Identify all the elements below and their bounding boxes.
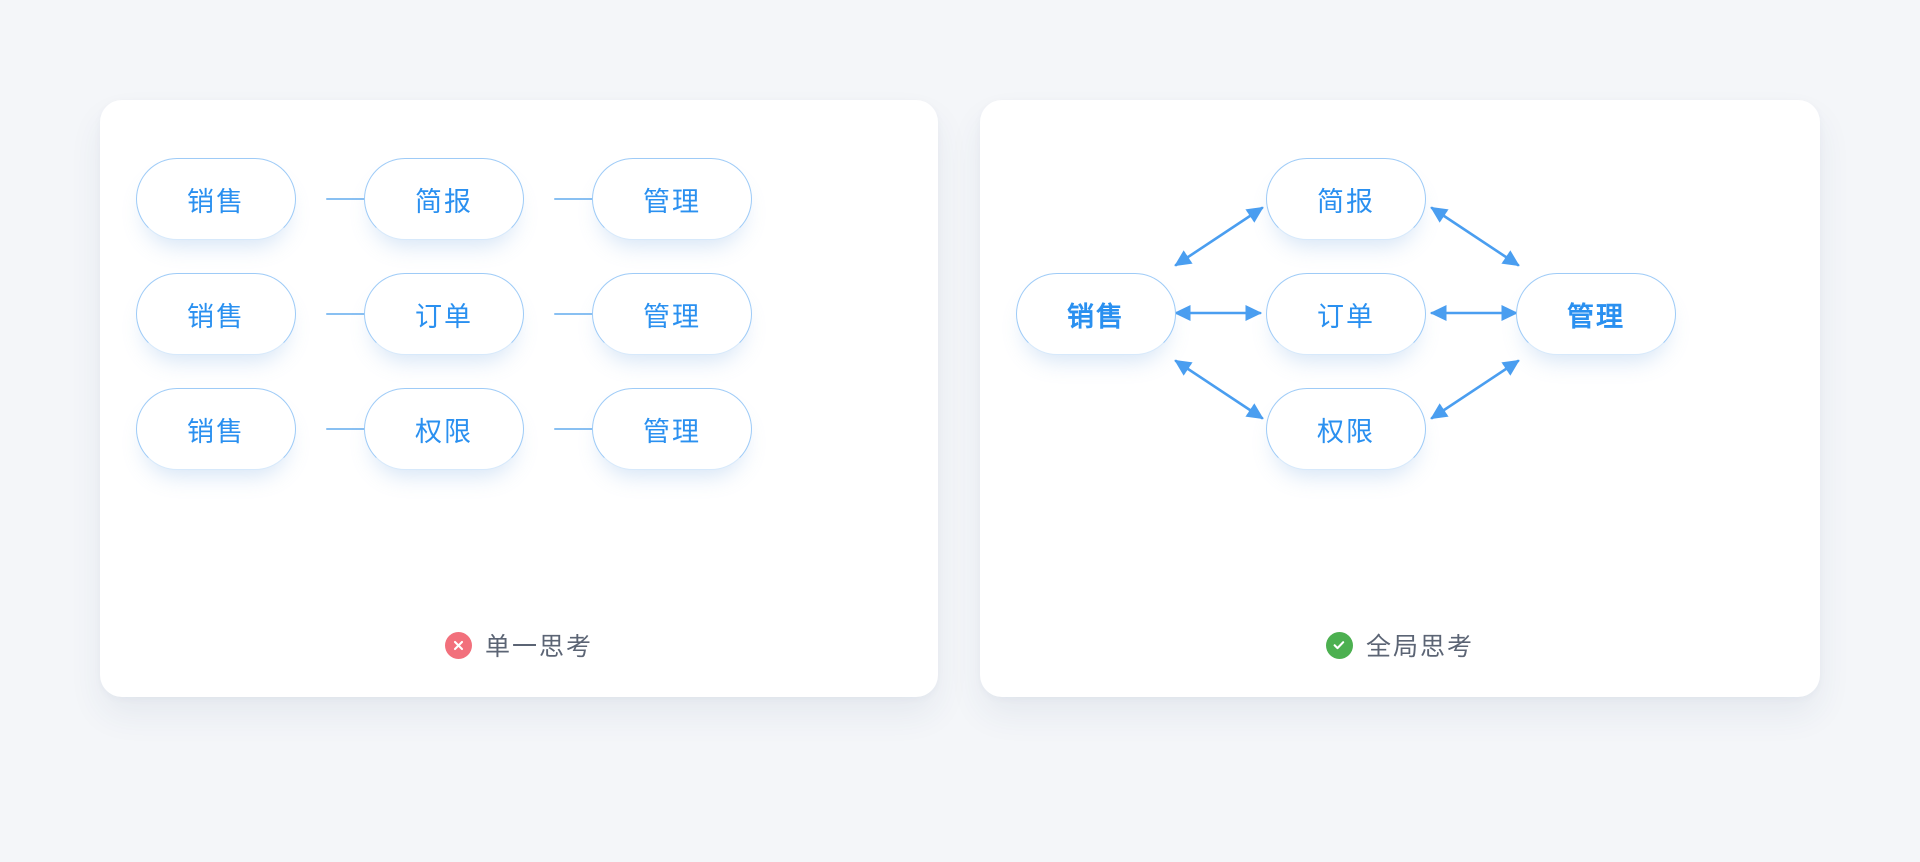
node-sales-row1[interactable]: 销售 xyxy=(136,158,296,240)
node-brief[interactable]: 简报 xyxy=(1266,158,1426,240)
panel-global-thinking: 简报 销售 订单 管理 权限 全局思考 xyxy=(980,100,1820,697)
arrow-sales-brief xyxy=(1174,206,1264,267)
success-circle-icon xyxy=(1325,631,1353,659)
node-manage-row1[interactable]: 管理 xyxy=(592,158,752,240)
node-brief-row1[interactable]: 简报 xyxy=(364,158,524,240)
arrow-brief-manage xyxy=(1430,206,1520,267)
caption-text-single: 单一思考 xyxy=(484,633,593,661)
node-manage[interactable]: 管理 xyxy=(1516,273,1676,355)
node-permission-row3[interactable]: 权限 xyxy=(364,388,524,470)
connector-row1-left xyxy=(326,198,386,200)
panel-single-thinking: 销售 简报 管理 销售 订单 管理 销售 权限 管理 单一思考 xyxy=(100,100,938,697)
caption-text-global: 全局思考 xyxy=(1365,633,1474,661)
connector-row3-left xyxy=(326,428,386,430)
node-sales-row3[interactable]: 销售 xyxy=(136,388,296,470)
node-sales-row2[interactable]: 销售 xyxy=(136,273,296,355)
connector-row1-right xyxy=(554,198,614,200)
error-circle-icon xyxy=(444,631,472,659)
node-order[interactable]: 订单 xyxy=(1266,273,1426,355)
connector-row2-right xyxy=(554,313,614,315)
node-sales[interactable]: 销售 xyxy=(1016,273,1176,355)
node-order-row2[interactable]: 订单 xyxy=(364,273,524,355)
connector-row2-left xyxy=(326,313,386,315)
connector-row3-right xyxy=(554,428,614,430)
node-manage-row2[interactable]: 管理 xyxy=(592,273,752,355)
node-manage-row3[interactable]: 管理 xyxy=(592,388,752,470)
node-permission[interactable]: 权限 xyxy=(1266,388,1426,470)
caption-global-thinking: 全局思考 xyxy=(980,627,1820,663)
single-thinking-graph: 销售 简报 管理 销售 订单 管理 销售 权限 管理 xyxy=(100,100,938,600)
arrow-sales-permission xyxy=(1174,359,1264,420)
global-thinking-graph: 简报 销售 订单 管理 权限 xyxy=(980,100,1820,600)
arrow-permission-manage xyxy=(1430,359,1520,420)
caption-single-thinking: 单一思考 xyxy=(100,627,938,663)
